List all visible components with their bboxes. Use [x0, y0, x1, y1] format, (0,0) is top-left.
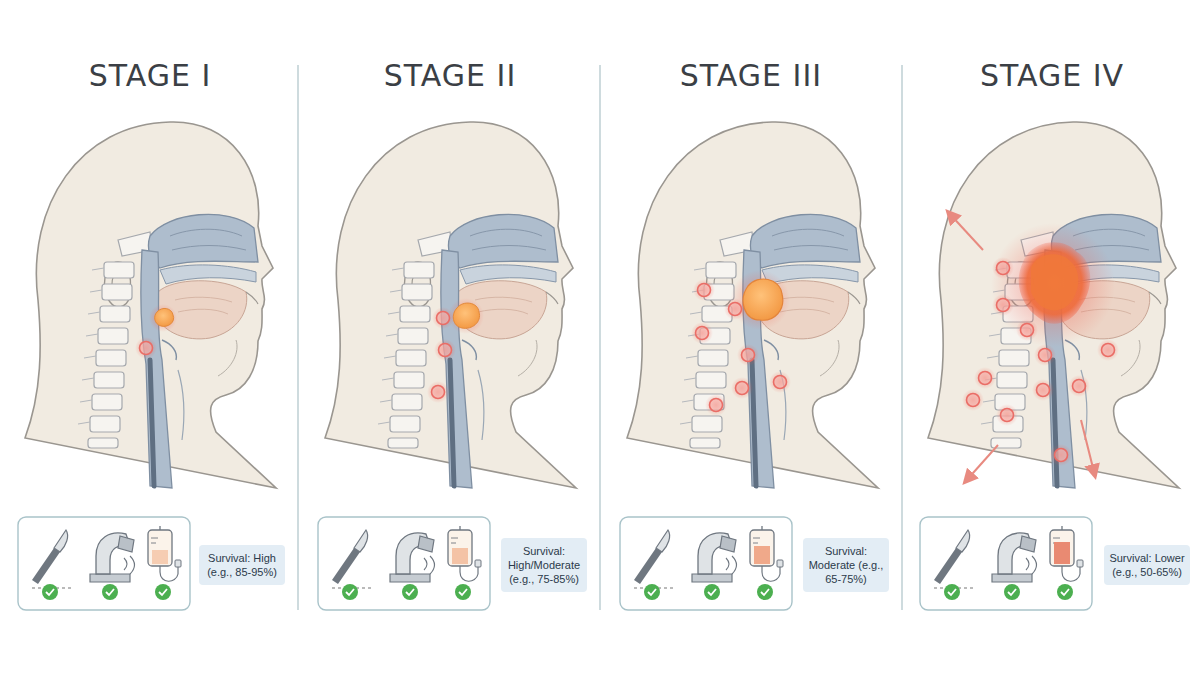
- head-illustration: [928, 122, 1179, 488]
- survival-box: Survival: High/Moderate (e.g., 75-85%): [501, 538, 587, 592]
- survival-text: Survival: Lower (e.g., 50-65%): [1109, 551, 1185, 579]
- treatment-panel: [318, 517, 490, 610]
- survival-box: Survival: Lower (e.g., 50-65%): [1104, 545, 1190, 585]
- treatment-panel: [18, 517, 190, 610]
- head-illustration: [627, 122, 878, 488]
- treatment-panel: [920, 517, 1092, 610]
- stage-title: STAGE I: [89, 58, 212, 93]
- stage-title: STAGE II: [384, 58, 516, 93]
- stage-title: STAGE IV: [980, 58, 1124, 93]
- panel-separator: [298, 65, 902, 610]
- survival-text: Survival: High/Moderate (e.g., 75-85%): [506, 544, 582, 586]
- survival-box: Survival: High (e.g., 85-95%): [199, 545, 285, 585]
- survival-text: Survival: Moderate (e.g., 65-75%): [808, 544, 884, 586]
- survival-box: Survival: Moderate (e.g., 65-75%): [803, 538, 889, 592]
- treatment-panel: [620, 517, 792, 610]
- stage-title: STAGE III: [680, 58, 822, 93]
- survival-text: Survival: High (e.g., 85-95%): [204, 551, 280, 579]
- head-illustration: [325, 122, 576, 488]
- head-illustration: [25, 122, 276, 488]
